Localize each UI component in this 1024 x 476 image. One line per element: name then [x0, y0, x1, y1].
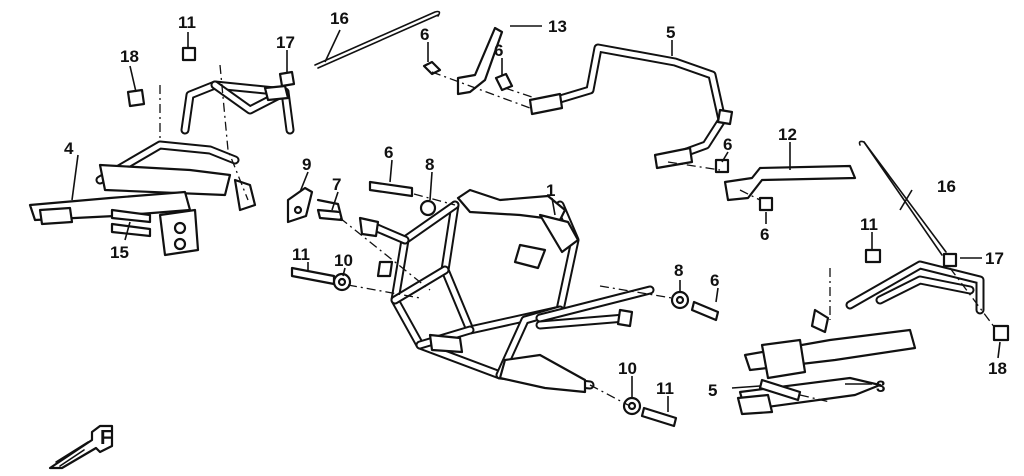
- callout-6: 6: [710, 271, 719, 290]
- callout-11: 11: [656, 379, 674, 398]
- callout-6: 6: [384, 143, 393, 162]
- fasteners: [110, 46, 1010, 428]
- callout-5: 5: [666, 23, 675, 42]
- part-rear-bar: [528, 43, 734, 170]
- callout-8: 8: [674, 261, 683, 280]
- callout-12: 12: [778, 125, 797, 144]
- callout-labels: 11 17 18 16 6 6 13 5 4 6 12 9 7 6 8 1 15…: [64, 9, 1007, 400]
- callout-8: 8: [425, 155, 434, 174]
- leader-lines: [71, 25, 1001, 412]
- callout-17: 17: [276, 33, 295, 52]
- callout-16: 16: [937, 177, 956, 196]
- part-rod-16-left: [314, 10, 441, 69]
- callout-17: 17: [985, 249, 1004, 268]
- part-rod-16-right: [858, 140, 947, 256]
- callout-6: 6: [420, 25, 429, 44]
- callout-6: 6: [760, 225, 769, 244]
- callout-3: 3: [876, 377, 885, 396]
- callout-18: 18: [120, 47, 139, 66]
- part-front-rack-left: [28, 80, 295, 257]
- callout-18: 18: [988, 359, 1007, 378]
- part-main-frame: [358, 188, 655, 394]
- callout-4: 4: [64, 139, 74, 158]
- callout-16: 16: [330, 9, 349, 28]
- part-rear-rack-right: [736, 260, 985, 416]
- part-side-bracket-12: [723, 164, 857, 202]
- callout-11: 11: [860, 215, 878, 234]
- callout-10: 10: [618, 359, 637, 378]
- callout-9: 9: [302, 155, 311, 174]
- front-direction-letter: F: [100, 427, 112, 449]
- callout-10: 10: [334, 251, 353, 270]
- part-plate-9: [286, 186, 314, 224]
- callout-15: 15: [110, 243, 129, 262]
- callout-1: 1: [546, 181, 555, 200]
- callout-7: 7: [332, 175, 341, 194]
- front-direction-arrow-icon: F: [48, 424, 114, 470]
- callout-6: 6: [723, 135, 732, 154]
- callout-11: 11: [292, 245, 310, 264]
- callout-13: 13: [548, 17, 567, 36]
- callout-6: 6: [494, 41, 503, 60]
- alignment-lines: [159, 64, 996, 406]
- callout-5: 5: [708, 381, 717, 400]
- callout-11: 11: [178, 13, 196, 32]
- part-bracket-13: [456, 26, 504, 96]
